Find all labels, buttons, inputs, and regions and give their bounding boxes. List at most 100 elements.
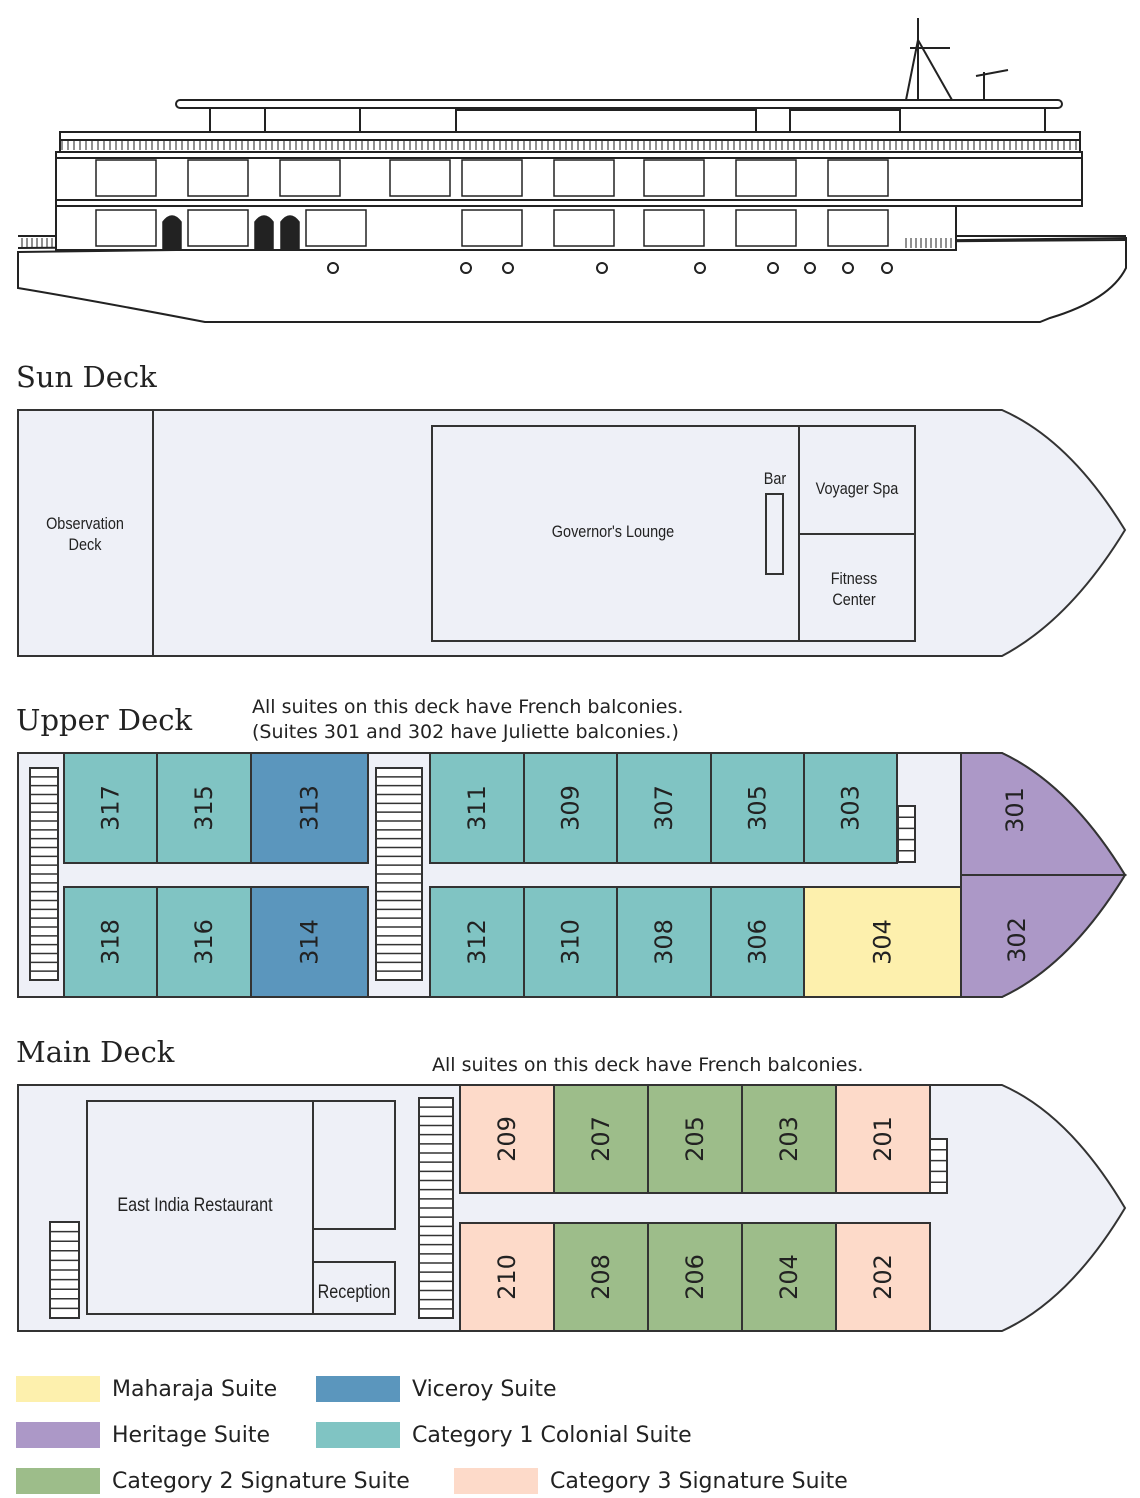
bar-counter <box>765 493 784 575</box>
ship-window <box>187 209 249 247</box>
bar-label: Bar <box>764 470 786 488</box>
suite-307-area <box>616 752 712 864</box>
suite-315-area <box>156 752 252 864</box>
suite-209-number: 209 <box>493 1116 521 1162</box>
suite-204-number: 204 <box>775 1254 803 1300</box>
suite-304-area <box>803 886 962 998</box>
main-midship-stairs <box>418 1097 454 1319</box>
suite-302-area <box>960 874 1127 998</box>
suite-304-number: 304 <box>869 919 897 965</box>
main-deck-note: All suites on this deck have French balc… <box>432 1054 864 1076</box>
suite-204[interactable]: 204 <box>741 1222 837 1332</box>
suite-203-number: 203 <box>775 1116 803 1162</box>
suite-309[interactable]: 309 <box>523 752 618 864</box>
fitness-center-label-line1: Fitness <box>831 570 878 588</box>
suite-318-area <box>63 886 158 998</box>
suite-303[interactable]: 303 <box>803 752 898 864</box>
upper-deck-note: All suites on this deck have French balc… <box>252 695 683 745</box>
ship-window <box>827 209 889 247</box>
porthole <box>460 262 472 274</box>
ship-window <box>461 159 523 197</box>
suite-301[interactable]: 301 <box>960 752 1127 876</box>
legend-item-signature: Category 2 Signature Suite <box>16 1466 410 1496</box>
suite-317[interactable]: 317 <box>63 752 158 864</box>
suite-209[interactable]: 209 <box>459 1084 555 1194</box>
legend-item-category3: Category 3 Signature Suite <box>454 1466 848 1496</box>
suite-303-area <box>803 752 898 864</box>
restaurant-side-room <box>312 1100 396 1230</box>
suite-306-number: 306 <box>744 919 772 965</box>
suite-203[interactable]: 203 <box>741 1084 837 1194</box>
suite-206[interactable]: 206 <box>647 1222 743 1332</box>
suite-301-number: 301 <box>1001 787 1029 833</box>
main-bow-stairs <box>929 1138 948 1194</box>
suite-207[interactable]: 207 <box>553 1084 649 1194</box>
suite-307[interactable]: 307 <box>616 752 712 864</box>
suite-202-number: 202 <box>869 1254 897 1300</box>
fitness-center-room <box>798 533 916 642</box>
suite-312[interactable]: 312 <box>429 886 525 998</box>
upper-stern-stairs <box>29 767 59 981</box>
suite-305-number: 305 <box>744 785 772 831</box>
suite-210-area <box>459 1222 555 1332</box>
ship-window <box>279 159 341 197</box>
suite-302[interactable]: 302 <box>960 874 1127 998</box>
suite-306-area <box>710 886 805 998</box>
suite-206-number: 206 <box>681 1254 709 1300</box>
suite-311[interactable]: 311 <box>429 752 525 864</box>
legend-swatch <box>16 1422 100 1448</box>
suite-309-number: 309 <box>557 785 585 831</box>
ship-door <box>280 215 300 251</box>
suite-201-area <box>835 1084 931 1194</box>
legend-item-heritage: Heritage Suite <box>16 1420 270 1450</box>
legend-swatch <box>316 1376 400 1402</box>
suite-314[interactable]: 314 <box>250 886 369 998</box>
legend-swatch <box>16 1376 100 1402</box>
ship-window <box>305 209 367 247</box>
suite-205[interactable]: 205 <box>647 1084 743 1194</box>
legend-swatch <box>16 1468 100 1494</box>
suite-315[interactable]: 315 <box>156 752 252 864</box>
suite-206-area <box>647 1222 743 1332</box>
suite-208[interactable]: 208 <box>553 1222 649 1332</box>
legend-item-colonial: Category 1 Colonial Suite <box>316 1420 692 1450</box>
suite-313-area <box>250 752 369 864</box>
reception-label: Reception <box>318 1281 391 1303</box>
legend-label: Viceroy Suite <box>412 1376 557 1402</box>
upper-deck-note-line1: All suites on this deck have French balc… <box>252 696 684 718</box>
suite-306[interactable]: 306 <box>710 886 805 998</box>
suite-314-area <box>250 886 369 998</box>
porthole <box>502 262 514 274</box>
suite-303-number: 303 <box>837 785 865 831</box>
suite-318[interactable]: 318 <box>63 886 158 998</box>
ship-window <box>553 159 615 197</box>
main-deck-outline <box>17 1084 1127 1332</box>
suite-210[interactable]: 210 <box>459 1222 555 1332</box>
suite-305[interactable]: 305 <box>710 752 805 864</box>
sun-deck-outline <box>17 409 1127 657</box>
suite-202-area <box>835 1222 931 1332</box>
suite-302-number: 302 <box>1003 917 1031 963</box>
ship-window <box>389 159 451 197</box>
suite-310-number: 310 <box>557 919 585 965</box>
suite-308[interactable]: 308 <box>616 886 712 998</box>
porthole <box>596 262 608 274</box>
suite-210-number: 210 <box>493 1254 521 1300</box>
porthole <box>327 262 339 274</box>
suite-309-area <box>523 752 618 864</box>
suite-316[interactable]: 316 <box>156 886 252 998</box>
legend-label: Maharaja Suite <box>112 1376 278 1402</box>
suite-202[interactable]: 202 <box>835 1222 931 1332</box>
upper-deck-outline <box>17 752 1127 998</box>
main-deck-title: Main Deck <box>16 1035 175 1069</box>
suite-317-number: 317 <box>97 785 125 831</box>
voyager-spa-room <box>798 425 916 535</box>
observation-deck-label-line1: Observation <box>46 515 124 533</box>
suite-207-number: 207 <box>587 1116 615 1162</box>
legend-swatch <box>454 1468 538 1494</box>
suite-304[interactable]: 304 <box>803 886 962 998</box>
suite-201[interactable]: 201 <box>835 1084 931 1194</box>
suite-310[interactable]: 310 <box>523 886 618 998</box>
suite-313[interactable]: 313 <box>250 752 369 864</box>
